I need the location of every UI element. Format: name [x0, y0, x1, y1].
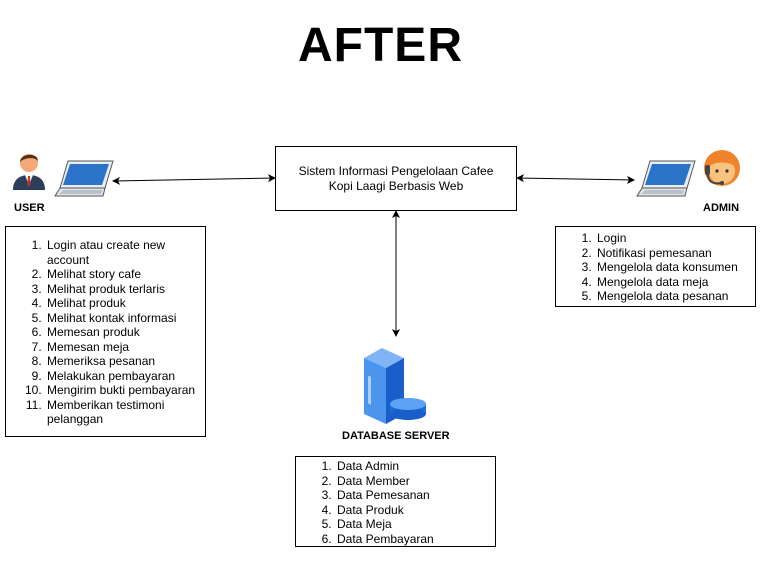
list-item: Data Meja	[335, 517, 495, 532]
system-box: Sistem Informasi Pengelolaan Cafee Kopi …	[275, 146, 517, 211]
list-item: Memesan produk	[45, 325, 205, 340]
list-item: Data Produk	[335, 503, 495, 518]
list-item: Mengirim bukti pembayaran	[45, 383, 205, 398]
laptop-icon	[54, 160, 114, 197]
list-item: Notifikasi pemesanan	[595, 246, 755, 261]
support-agent-icon	[704, 150, 740, 186]
list-item: Mengelola data meja	[595, 275, 755, 290]
list-item: Data Member	[335, 474, 495, 489]
list-item: Memeriksa pesanan	[45, 354, 205, 369]
system-title-line1: Sistem Informasi Pengelolaan Cafee	[298, 163, 494, 178]
user-feature-list: Login atau create new account Melihat st…	[6, 238, 205, 427]
database-data-list: Data Admin Data Member Data Pemesanan Da…	[296, 459, 495, 546]
list-item: Data Pemesanan	[335, 488, 495, 503]
system-title-line2: Kopi Laagi Berbasis Web	[328, 178, 464, 193]
laptop-icon	[636, 160, 696, 197]
admin-feature-list: Login Notifikasi pemesanan Mengelola dat…	[556, 231, 755, 304]
user-feature-box: Login atau create new account Melihat st…	[5, 226, 206, 437]
list-item: Login atau create new account	[45, 238, 205, 267]
list-item: Memberikan testimoni pelanggan	[45, 398, 205, 427]
person-icon	[13, 154, 45, 190]
list-item: Mengelola data konsumen	[595, 260, 755, 275]
list-item: Melihat story cafe	[45, 267, 205, 282]
list-item: Memesan meja	[45, 340, 205, 355]
admin-feature-box: Login Notifikasi pemesanan Mengelola dat…	[555, 226, 756, 307]
list-item: Melihat produk	[45, 296, 205, 311]
list-item: Login	[595, 231, 755, 246]
list-item: Data Admin	[335, 459, 495, 474]
diagram-title: AFTER	[298, 19, 463, 72]
user-label: USER	[14, 202, 45, 214]
database-data-box: Data Admin Data Member Data Pemesanan Da…	[295, 456, 496, 547]
list-item: Melihat kontak informasi	[45, 311, 205, 326]
list-item: Mengelola data pesanan	[595, 289, 755, 304]
admin-system-connector	[516, 174, 635, 184]
list-item: Melihat produk terlaris	[45, 282, 205, 297]
list-item: Melakukan pembayaran	[45, 369, 205, 384]
admin-label: ADMIN	[703, 202, 740, 214]
database-label: DATABASE SERVER	[342, 430, 450, 442]
server-icon	[364, 348, 426, 424]
user-system-connector	[112, 174, 276, 185]
list-item: Data Pembayaran	[335, 532, 495, 547]
